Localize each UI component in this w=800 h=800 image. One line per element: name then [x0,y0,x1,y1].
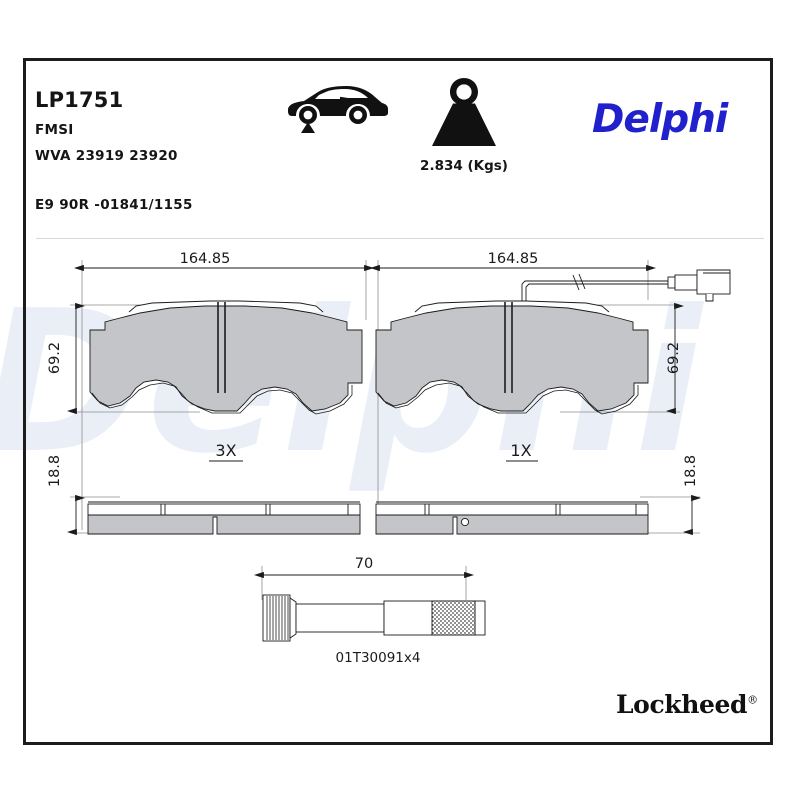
right-pad-thickness-dim: 18.8 [683,455,699,487]
lockheed-logo-text: Lockheed [616,690,748,719]
registered-mark: ® [747,693,758,707]
wva-number: WVA 23919 23920 [35,148,178,164]
fmsi-label: FMSI [35,122,74,138]
left-pad-width-dim: 164.85 [180,251,231,267]
weight-kettlebell-icon [420,76,508,154]
car-front-axle-icon [282,82,390,138]
drawing-frame-border [23,58,773,745]
page-title: LP1751 [35,88,124,112]
left-pad-height-dim: 69.2 [47,342,63,374]
ece-approval-number: E9 90R -01841/1155 [35,197,193,213]
right-pad-width-dim: 164.85 [488,251,539,267]
right-pad-quantity: 1X [510,441,531,460]
weight-value: 2.834 (Kgs) [420,158,508,174]
left-pad-thickness-dim: 18.8 [47,455,63,487]
header-divider [36,238,764,239]
left-pad-quantity: 3X [215,441,236,460]
bolt-length-dim: 70 [355,556,373,572]
bolt-part-code: 01T30091x4 [336,650,421,666]
delphi-logo: Delphi [592,97,728,142]
right-pad-height-dim: 69.2 [666,342,682,374]
lockheed-logo: Lockheed® [616,690,758,719]
